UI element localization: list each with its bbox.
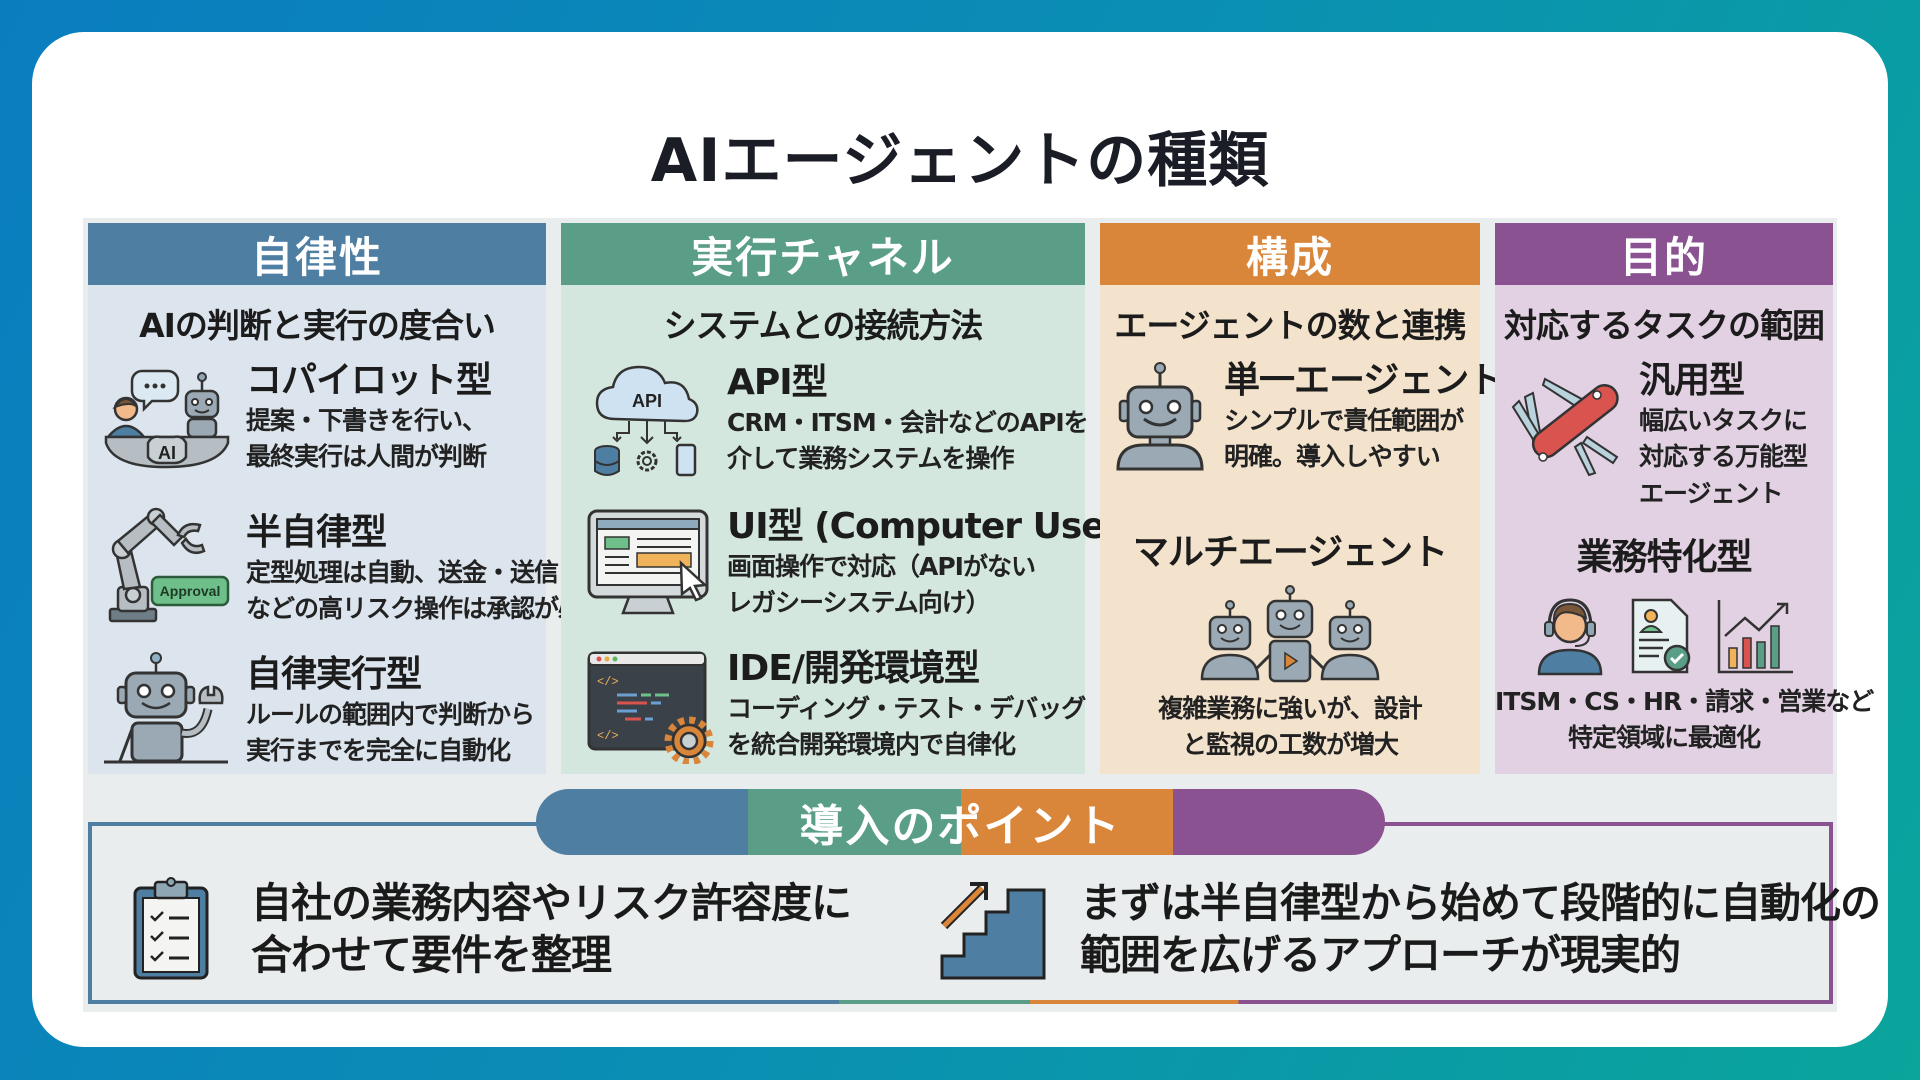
item-single-agent: 単一エージェント シンプルで責任範囲が 明確。導入しやすい [1114, 360, 1504, 474]
item-desc-line: 実行までを完全に自動化 [246, 736, 511, 766]
item-title: コパイロット型 [246, 360, 492, 401]
column-purpose: 目的 対応するタスクの範囲 汎用型 幅広いタスクに 対応する万能型 エージェント [1495, 223, 1874, 774]
point-text-line: 合わせて要件を整理 [251, 931, 612, 979]
copilot-human-robot-icon: AI [104, 369, 230, 469]
robot-arm-icon: Approval [108, 507, 230, 623]
item-desc-line: ルールの範囲内で判断から [246, 699, 535, 729]
point-text-line: まずは半自律型から始めて段階的に自動化の [1080, 878, 1881, 927]
item-title: UI型 (Computer Use) [727, 506, 1121, 547]
item-title: マルチエージェント [1132, 532, 1448, 573]
stairs-arrow-icon [940, 882, 1046, 980]
waving-robot-icon [104, 652, 228, 764]
column-autonomy: 自律性 AIの判断と実行の度合い AI コパイロット型 提案・下書きを行い [88, 223, 607, 774]
growth-chart-icon [1717, 599, 1793, 673]
column-header: 実行チャネル [561, 223, 1085, 285]
item-title: API型 [727, 362, 828, 403]
item-desc-line: 画面操作で対応（APIがない [727, 551, 1036, 581]
item-title: 単一エージェント [1224, 360, 1504, 401]
item-desc-line: 対応する万能型 [1639, 442, 1808, 472]
item-title: IDE/開発環境型 [727, 648, 980, 689]
svg-text:</>: </> [597, 729, 619, 743]
item-desc-line: と監視の工数が増大 [1181, 730, 1399, 760]
point-item-approach: まずは半自律型から始めて段階的に自動化の 範囲を広げるアプローチが現実的 [938, 876, 1881, 982]
column-subtitle: エージェントの数と連携 [1114, 306, 1466, 345]
item-desc-line: などの高リスク操作は承認が必要 [246, 594, 607, 624]
point-item-requirements: 自社の業務内容やリスク許容度に 合わせて要件を整理 [131, 876, 852, 982]
point-text-line: 範囲を広げるアプローチが現実的 [1080, 931, 1681, 979]
item-title: 自律実行型 [246, 654, 422, 695]
item-title: 業務特化型 [1576, 537, 1752, 578]
item-desc-line: を統合開発環境内で自律化 [727, 730, 1016, 760]
item-desc-line: 複雑業務に強いが、設計 [1158, 693, 1423, 723]
item-desc-line: 定型処理は自動、送金・送信 [246, 557, 559, 587]
column-header: 自律性 [88, 223, 546, 285]
swiss-knife-icon [1511, 377, 1619, 477]
item-desc-line: エージェント [1639, 478, 1784, 508]
ide-code-gear-icon: </> </> [587, 651, 714, 764]
svg-text:API: API [632, 391, 662, 411]
item-desc-line: 幅広いタスクに [1639, 405, 1808, 435]
svg-text:AI: AI [158, 443, 176, 463]
item-ui-computer-use: UI型 (Computer Use) 画面操作で対応（APIがない レガシーシス… [585, 506, 1121, 622]
item-desc-line: 明確。導入しやすい [1224, 442, 1441, 472]
item-copilot: AI コパイロット型 提案・下書きを行い、 最終実行は人間が判断 [102, 360, 492, 474]
column-header: 構成 [1100, 223, 1480, 285]
column-header: 目的 [1495, 223, 1833, 285]
points-header-pill [536, 789, 1385, 855]
item-desc-line: シンプルで責任範囲が [1224, 405, 1464, 435]
item-title: 半自律型 [246, 512, 387, 553]
page-title: AIエージェントの種類 [650, 126, 1270, 196]
item-desc-line: ITSM・CS・HR・請求・営業など [1495, 686, 1874, 716]
item-desc-line: CRM・ITSM・会計などのAPIを [727, 407, 1089, 437]
clipboard-checklist-icon [133, 877, 209, 980]
item-semi-autonomous: Approval 半自律型 定型処理は自動、送金・送信 などの高リスク操作は承認… [102, 505, 607, 626]
column-subtitle: 対応するタスクの範囲 [1504, 306, 1825, 345]
svg-text:Approval: Approval [160, 583, 221, 599]
item-api: API API型 CRM・ITSM・会計などのAPIを 介して業務システムを操作 [585, 362, 1089, 478]
item-desc-line: 最終実行は人間が判断 [246, 442, 487, 472]
item-desc-line: 提案・下書きを行い、 [246, 405, 487, 435]
single-robot-icon [1116, 362, 1204, 471]
api-cloud-icon: API [594, 365, 699, 477]
infographic: 自律性 AIの判断と実行の度合い AI コパイロット型 提案・下書きを行い [83, 218, 1881, 1012]
item-multi-agent: マルチエージェント [1100, 533, 1480, 762]
item-desc-line: 介して業務システムを操作 [727, 444, 1015, 474]
column-subtitle: システムとの接続方法 [663, 306, 984, 345]
column-composition: 構成 エージェントの数と連携 単一エージェント シンプルで責任範囲が 明確。導入… [1100, 223, 1504, 774]
item-desc-line: コーディング・テスト・デバッグ [727, 693, 1086, 723]
item-desc-line: レガシーシステム向け） [727, 588, 991, 618]
item-domain-specific: 業務特化型 [1495, 537, 1874, 755]
item-title: 汎用型 [1639, 360, 1745, 401]
monitor-cursor-icon [587, 509, 709, 615]
approved-document-icon [1631, 598, 1691, 673]
item-general-purpose: 汎用型 幅広いタスクに 対応する万能型 エージェント [1509, 360, 1808, 510]
headset-agent-icon [1537, 598, 1603, 675]
points-header-label: 導入のポイント [799, 801, 1122, 852]
item-ide: </> </> IDE/開発環境型 コーディング・テスト・デバッグ を統合開発環… [585, 648, 1086, 764]
point-text-line: 自社の業務内容やリスク許容度に [251, 878, 852, 927]
item-autonomous-execution: 自律実行型 ルールの範囲内で判断から 実行までを完全に自動化 [102, 651, 535, 768]
column-subtitle: AIの判断と実行の度合い [139, 306, 496, 345]
item-desc-line: 特定領域に最適化 [1567, 723, 1761, 753]
column-execution-channel: 実行チャネル システムとの接続方法 API API型 CRM・ITSM・会計など… [561, 223, 1121, 774]
svg-text:</>: </> [597, 675, 619, 689]
multi-robot-icon [1200, 584, 1380, 682]
